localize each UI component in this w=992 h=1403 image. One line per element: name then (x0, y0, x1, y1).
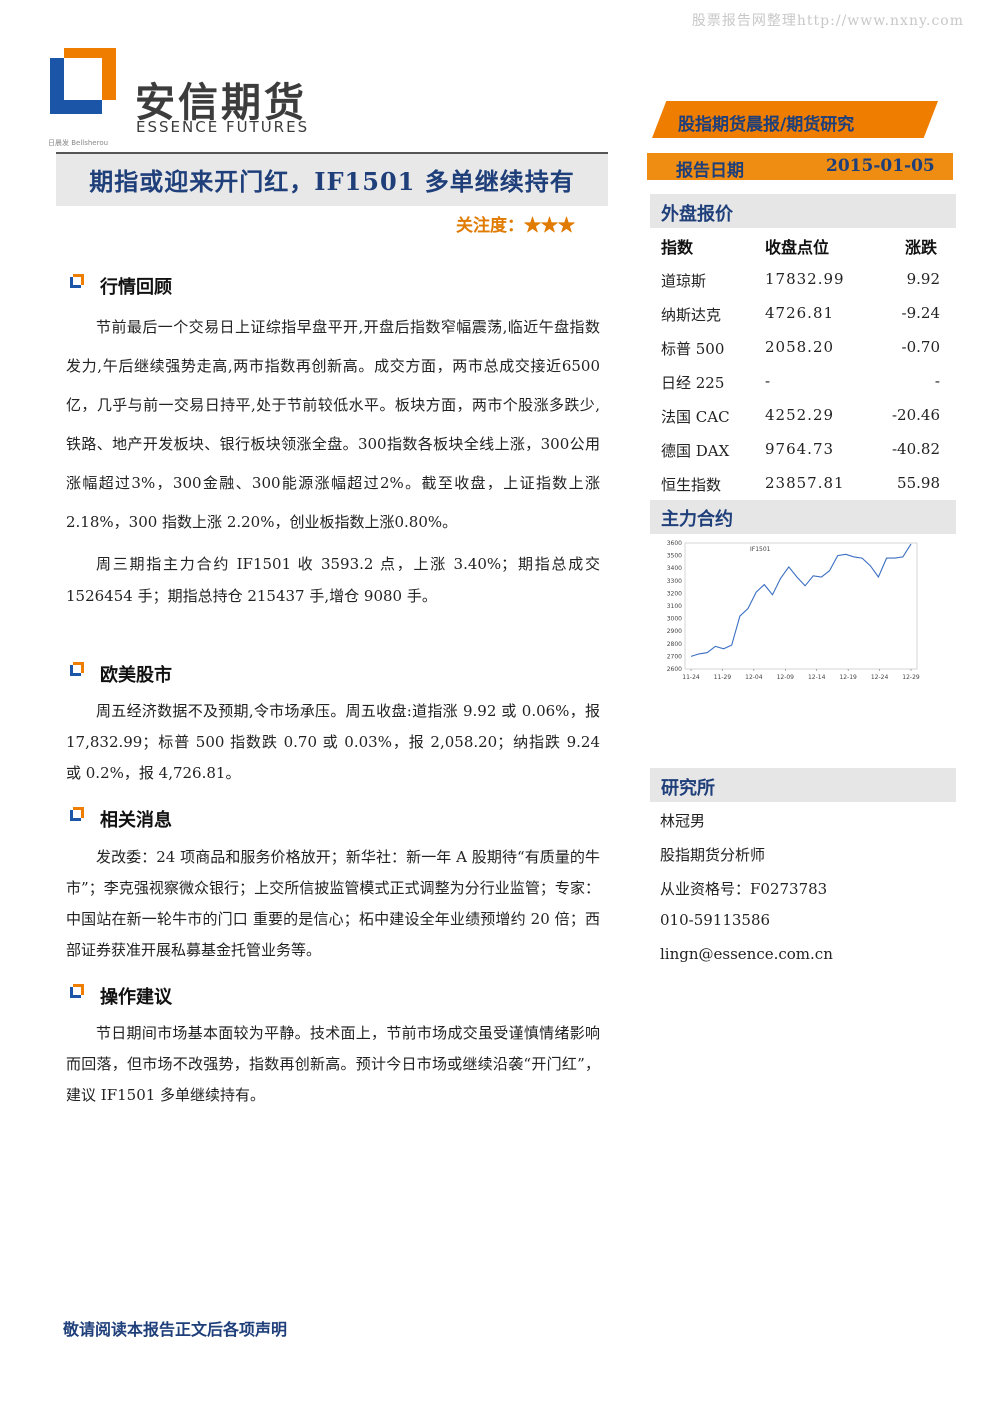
y-tick-label: 2600 (667, 666, 682, 673)
overseas-cell-index: 纳斯达克 (661, 306, 722, 324)
overseas-cell-close: - (765, 372, 772, 390)
overseas-cell-index: 法国 CAC (661, 408, 730, 426)
section-bullet-icon (70, 662, 84, 676)
main-contract-heading: 主力合约 (661, 509, 733, 530)
overseas-cell-close: 4252.29 (765, 406, 835, 424)
section-title-review: 行情回顾 (100, 277, 172, 298)
overseas-cell-index: 德国 DAX (661, 442, 730, 460)
section-bullet-icon (70, 984, 84, 998)
section-title-overseas: 欧美股市 (100, 665, 172, 686)
y-tick-label: 2900 (667, 628, 682, 635)
overseas-cell-change: -9.24 (901, 304, 940, 322)
x-tick-label: 12-04 (745, 674, 763, 681)
x-tick-label: 11-29 (714, 674, 732, 681)
x-tick-label: 12-24 (871, 674, 889, 681)
overseas-cell-index: 恒生指数 (661, 476, 722, 494)
overseas-cell-close: 17832.99 (765, 270, 845, 288)
section-body-review: 节前最后一个交易日上证综指早盘平开,开盘后指数窄幅震荡,临近午盘指数发力,午后继… (66, 308, 600, 612)
overseas-cell-close: 9764.73 (765, 440, 835, 458)
x-tick-label: 11-24 (682, 674, 700, 681)
y-tick-label: 3100 (667, 603, 682, 610)
brand-name-cn: 安信期货 (135, 80, 307, 126)
paragraph: 周三期指主力合约 IF1501 收 3593.2 点，上涨 3.40%；期指总成… (66, 555, 600, 605)
overseas-col-close: 收盘点位 (765, 238, 830, 257)
overseas-cell-change: 9.92 (906, 270, 940, 288)
overseas-cell-close: 2058.20 (765, 338, 835, 356)
y-tick-label: 3000 (667, 616, 682, 623)
attention-stars: ★★★ (524, 216, 575, 236)
overseas-cell-close: 4726.81 (765, 304, 835, 322)
brand-logo-icon (50, 48, 116, 114)
overseas-cell-index: 日经 225 (661, 374, 725, 392)
series-line-if1501 (690, 543, 912, 657)
section-bullet-icon (70, 807, 84, 821)
y-tick-label: 3600 (667, 540, 682, 547)
report-title: 期指或迎来开门红，IF1501 多单继续持有 (89, 167, 575, 196)
overseas-cell-index: 道琼斯 (661, 272, 707, 290)
overseas-cell-change: - (934, 372, 940, 390)
paragraph: 发改委：24 项商品和服务价格放开；新华社：新一年 A 股期待“有质量的牛市”；… (66, 848, 600, 959)
y-tick-label: 2800 (667, 641, 682, 648)
overseas-cell-change: -0.70 (901, 338, 940, 356)
y-tick-label: 3200 (667, 590, 682, 597)
date-label: 报告日期 (676, 161, 744, 181)
section-title-news: 相关消息 (100, 810, 172, 831)
analyst-email[interactable]: lingn@essence.com.cn (660, 945, 833, 963)
x-tick-label: 12-29 (902, 674, 920, 681)
overseas-cell-index: 标普 500 (661, 340, 725, 358)
paragraph: 节日期间市场基本面较为平静。技术面上，节前市场成交虽受谨慎情绪影响而回落，但市场… (66, 1024, 600, 1104)
section-body-advice: 节日期间市场基本面较为平静。技术面上，节前市场成交虽受谨慎情绪影响而回落，但市场… (66, 1018, 600, 1111)
overseas-col-index: 指数 (661, 238, 694, 257)
date-value: 2015-01-05 (826, 156, 935, 176)
analyst-name: 林冠男 (660, 812, 706, 830)
overseas-heading-bar (650, 194, 956, 228)
report-banner (652, 101, 938, 138)
y-tick-label: 3400 (667, 565, 682, 572)
research-heading: 研究所 (661, 778, 715, 799)
section-body-overseas: 周五经济数据不及预期,令市场承压。周五收盘:道指涨 9.92 或 0.06%，报… (66, 696, 600, 789)
overseas-cell-change: -40.82 (891, 440, 940, 458)
footer-disclaimer[interactable]: 敬请阅读本报告正文后各项声明 (63, 1320, 288, 1339)
research-heading-bar (650, 768, 956, 802)
analyst-license: 从业资格号：F0273783 (660, 880, 828, 898)
watermark: 股票报告网整理http://www.nxny.com (691, 13, 964, 29)
analyst-phone: 010-59113586 (660, 911, 771, 929)
section-bullet-icon (70, 274, 84, 288)
date-bar (647, 153, 953, 180)
legend-label: IF1501 (750, 546, 771, 553)
overseas-cell-change: -20.46 (891, 406, 940, 424)
overseas-cell-close: 23857.81 (765, 474, 845, 492)
section-body-news: 发改委：24 项商品和服务价格放开；新华社：新一年 A 股期待“有质量的牛市”；… (66, 842, 600, 966)
title-box (56, 152, 608, 206)
section-title-advice: 操作建议 (100, 987, 172, 1008)
brand-name-en: ESSENCE FUTURES (136, 118, 310, 136)
plot-frame (684, 542, 918, 670)
y-tick-label: 2700 (667, 653, 682, 660)
x-tick-label: 12-09 (777, 674, 795, 681)
main-contract-heading-bar (650, 500, 956, 534)
attention-label: 关注度： (456, 216, 524, 236)
paragraph: 节前最后一个交易日上证综指早盘平开,开盘后指数窄幅震荡,临近午盘指数发力,午后继… (66, 318, 600, 531)
y-tick-label: 3300 (667, 578, 682, 585)
y-tick-label: 3500 (667, 553, 682, 560)
x-tick-label: 12-14 (808, 674, 826, 681)
paragraph: 周五经济数据不及预期,令市场承压。周五收盘:道指涨 9.92 或 0.06%，报… (66, 702, 600, 782)
x-tick-label: 12-19 (839, 674, 857, 681)
analyst-title: 股指期货分析师 (660, 846, 766, 864)
main-contract-chart: 2600 2700 2800 2900 3000 3100 3200 3300 3400 3500… (667, 540, 920, 681)
overseas-cell-change: 55.98 (897, 474, 940, 492)
overseas-col-change: 涨跌 (905, 238, 938, 257)
report-banner-text: 股指期货晨报/期货研究 (678, 115, 855, 135)
attention-rating: 关注度：★★★ (456, 211, 575, 236)
brand-tiny-line: 日晨发 Bellsherou (48, 139, 109, 147)
overseas-heading: 外盘报价 (661, 204, 733, 225)
